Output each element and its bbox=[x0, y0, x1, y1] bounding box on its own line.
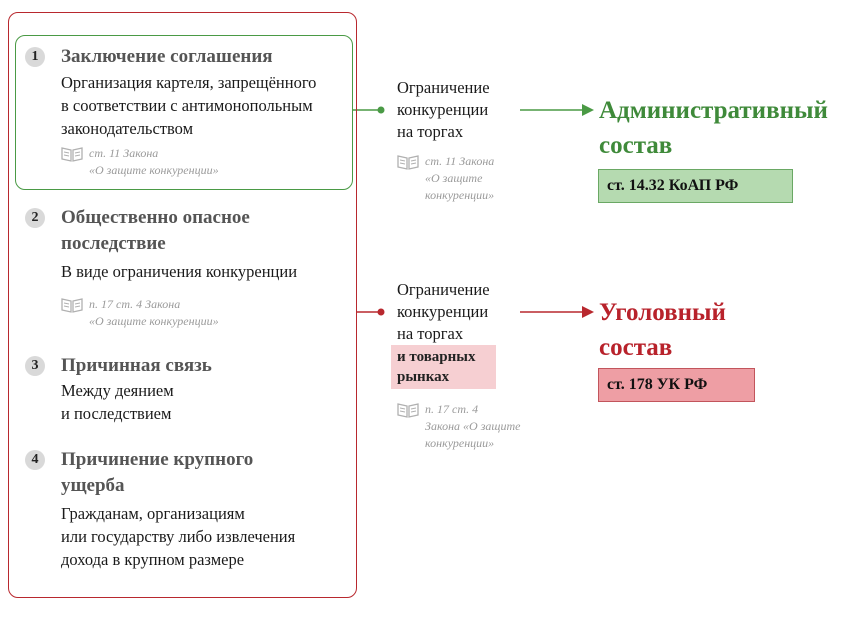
step-1-frame bbox=[15, 35, 353, 190]
criminal-article-tag: ст. 178 УК РФ bbox=[598, 368, 755, 402]
step-4-title: Причинение крупного ущерба bbox=[61, 449, 254, 496]
step-3-description: Между деянием и последствием bbox=[61, 381, 174, 423]
criminal-arrowhead bbox=[582, 306, 594, 318]
book-icon bbox=[61, 147, 83, 162]
step-1-reference: ст. 11 Закона «О защите конкуренции» bbox=[89, 146, 219, 177]
book-icon bbox=[397, 155, 419, 170]
book-icon bbox=[61, 298, 83, 313]
book-icon bbox=[397, 403, 419, 418]
criminal-offense-title: Уголовный состав bbox=[599, 299, 726, 361]
step-2-description: В виде ограничения конкуренции bbox=[61, 262, 298, 281]
step-4-description: Гражданам, организациям или государству … bbox=[61, 504, 296, 569]
step-3-title: Причинная связь bbox=[61, 355, 212, 376]
step-3-number: 3 bbox=[25, 356, 45, 376]
step-1-title: Заключение соглашения bbox=[61, 46, 273, 67]
admin-article-tag: ст. 14.32 КоАП РФ bbox=[598, 169, 793, 203]
criminal-reference: п. 17 ст. 4 Закона «О защите конкуренции… bbox=[425, 402, 521, 450]
admin-arrowhead bbox=[582, 104, 594, 116]
step-4-number: 4 bbox=[25, 450, 45, 470]
admin-reference: ст. 11 Закона «О защите конкуренции» bbox=[425, 154, 495, 202]
step-2-number: 2 bbox=[25, 208, 45, 228]
criminal-restriction-text: Ограничение конкуренции на торгах bbox=[397, 280, 490, 343]
criminal-markets-highlight: и товарных рынках bbox=[391, 345, 496, 389]
step-1-description: Организация картеля, запрещённого в соот… bbox=[61, 73, 317, 138]
elements-outer-frame bbox=[8, 12, 357, 598]
admin-offense-title: Административный состав bbox=[599, 97, 828, 159]
admin-restriction-text: Ограничение конкуренции на торгах bbox=[397, 78, 490, 141]
step-1-number: 1 bbox=[25, 47, 45, 67]
step-2-reference: п. 17 ст. 4 Закона «О защите конкуренции… bbox=[89, 297, 219, 328]
step-2-title: Общественно опасное последствие bbox=[61, 207, 250, 254]
